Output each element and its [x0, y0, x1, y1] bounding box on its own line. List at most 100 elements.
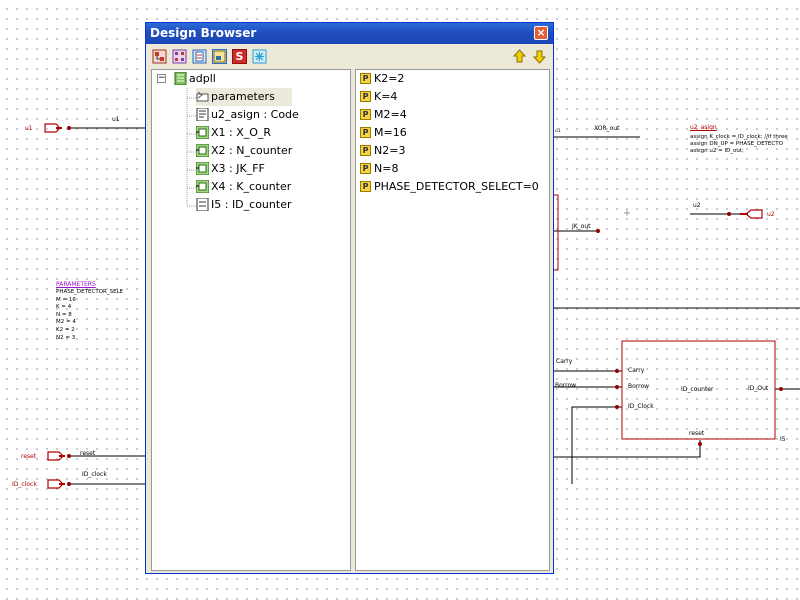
parameter-line: K2 = 2 [56, 326, 75, 333]
design-tree-panel[interactable]: − adpll parameters u2_asign : Code X1 : … [151, 69, 351, 571]
component-icon [196, 180, 209, 193]
pin-borrow-label: Borrow [628, 383, 650, 390]
pin-id-clock-label: ID_Clock [628, 403, 654, 410]
show-icon [213, 50, 226, 63]
parameter-icon: P [360, 109, 371, 120]
grid-button[interactable] [172, 49, 187, 64]
parameter-line: K = 4 [56, 304, 72, 311]
node-dot [727, 212, 731, 216]
parameter-line: N2 = 3 [56, 334, 76, 341]
port-u2-label: u2 [767, 211, 775, 218]
wire-reset-block [553, 440, 701, 458]
parameter-icon: P [360, 163, 371, 174]
s-icon: S [235, 50, 244, 63]
tree-item-label: X2 : N_counter [211, 144, 293, 157]
component-icon [196, 144, 209, 157]
code-block-title: u2_asign [690, 124, 717, 131]
node-dot [67, 454, 71, 458]
id-counter-block[interactable] [621, 340, 776, 440]
s-button[interactable]: S [232, 49, 247, 64]
parameter-text: K=4 [374, 90, 398, 103]
net-carry-label: Carry [556, 358, 573, 365]
tree-item-label: u2_asign : Code [211, 108, 299, 121]
parameter-text: N2=3 [374, 144, 406, 157]
code-line: assign u2 = ID_out; [690, 148, 744, 154]
port-id-clock-label: ID_clock [12, 481, 37, 488]
parameter-line: M = 16 [56, 296, 76, 303]
tree-item-label: parameters [211, 90, 275, 103]
code-line: assign DN_UP = PHASE_DETECTO [690, 141, 783, 147]
snow-button[interactable] [252, 49, 267, 64]
parameter-text: PHASE_DETECTOR_SELECT=0 [374, 180, 539, 193]
pin-id-out-label: ID_Out [748, 385, 769, 392]
id-counter-name: ID_counter [681, 386, 714, 393]
parameter-line: M2 = 4 [56, 319, 76, 326]
wire-id-clock-block [571, 406, 622, 484]
component-icon [196, 162, 209, 175]
move-up-button[interactable] [512, 49, 527, 64]
net-u1-label: u1 [112, 116, 120, 123]
close-button[interactable]: × [534, 26, 548, 40]
parameters-lines: PHASE_DETECTOR_SELE M = 16 K = 4 N = 8 M… [56, 289, 123, 342]
parameter-line: PHASE_DETECTOR_SELE [56, 289, 124, 295]
show-button[interactable] [212, 49, 227, 64]
tree-item-label: I5 : ID_counter [211, 198, 292, 211]
design-browser-titlebar[interactable]: Design Browser × [146, 23, 553, 44]
net-xor-small-label: u1 [555, 129, 561, 134]
port-reset-label: reset [21, 453, 37, 460]
module-button[interactable] [192, 49, 207, 64]
arrow-up-icon [512, 49, 527, 63]
parameter-icon: P [360, 181, 371, 192]
node-dot [67, 482, 71, 486]
parameter-text: M=16 [374, 126, 407, 139]
code-icon [196, 108, 209, 121]
close-icon: × [536, 26, 546, 39]
node-dot [615, 369, 619, 373]
parameters-title: PARAMETERS [56, 281, 96, 288]
node-dot [615, 405, 619, 409]
arrow-down-icon [532, 50, 547, 64]
node-dot [596, 229, 600, 233]
parameter-text: N=8 [374, 162, 399, 175]
port-u2-symbol[interactable] [745, 209, 763, 219]
jk-ff-block-edge[interactable] [553, 194, 559, 271]
tree-lines [186, 88, 196, 207]
port-reset-symbol[interactable] [47, 451, 64, 461]
pin-reset-label: reset [689, 430, 705, 437]
hierarchy-button[interactable] [152, 49, 167, 64]
net-xor-out-label: XOR_out [594, 125, 620, 132]
node-dot [615, 385, 619, 389]
tree-item-label: X1 : X_O_R [211, 126, 272, 139]
parameter-icon: P [360, 91, 371, 102]
pin-carry-label: Carry [628, 367, 645, 374]
design-browser-window[interactable]: Design Browser × S [145, 22, 554, 574]
node-dot [67, 126, 71, 130]
port-id-clock-symbol[interactable] [47, 479, 64, 489]
tree-item-parameters[interactable]: parameters [196, 88, 292, 106]
net-u2-label: u2 [693, 202, 701, 209]
component-icon [196, 126, 209, 139]
net-jk-out-label: JK_out [572, 223, 591, 230]
node-dot [698, 442, 702, 446]
module-icon [192, 49, 207, 64]
move-down-button[interactable] [532, 49, 547, 64]
net-id-clock-label: ID_clock [82, 471, 107, 478]
port-u1-symbol[interactable] [44, 123, 61, 133]
parameter-text: M2=4 [374, 108, 407, 121]
tree-item-label: X4 : K_counter [211, 180, 292, 193]
parameter-line: N = 8 [56, 311, 72, 318]
window-title: Design Browser [150, 26, 257, 40]
grid-icon [172, 49, 187, 64]
parameters-list-panel[interactable]: P K2=2 P K=4 P M2=4 P M=16 P N2=3 P N=8 … [355, 69, 550, 571]
node-dot [779, 387, 783, 391]
design-icon [174, 72, 187, 85]
net-borrow-label: Borrow [555, 382, 577, 389]
port-u1-label: u1 [25, 125, 33, 132]
code-block-lines: assign K_clock = ID_clock; //if three as… [690, 134, 800, 155]
parameter-icon: P [360, 127, 371, 138]
hierarchy-icon [152, 49, 167, 64]
collapse-toggle[interactable]: − [157, 73, 166, 83]
parameters-icon [196, 91, 209, 102]
id-counter-instance: I5 [780, 436, 786, 443]
